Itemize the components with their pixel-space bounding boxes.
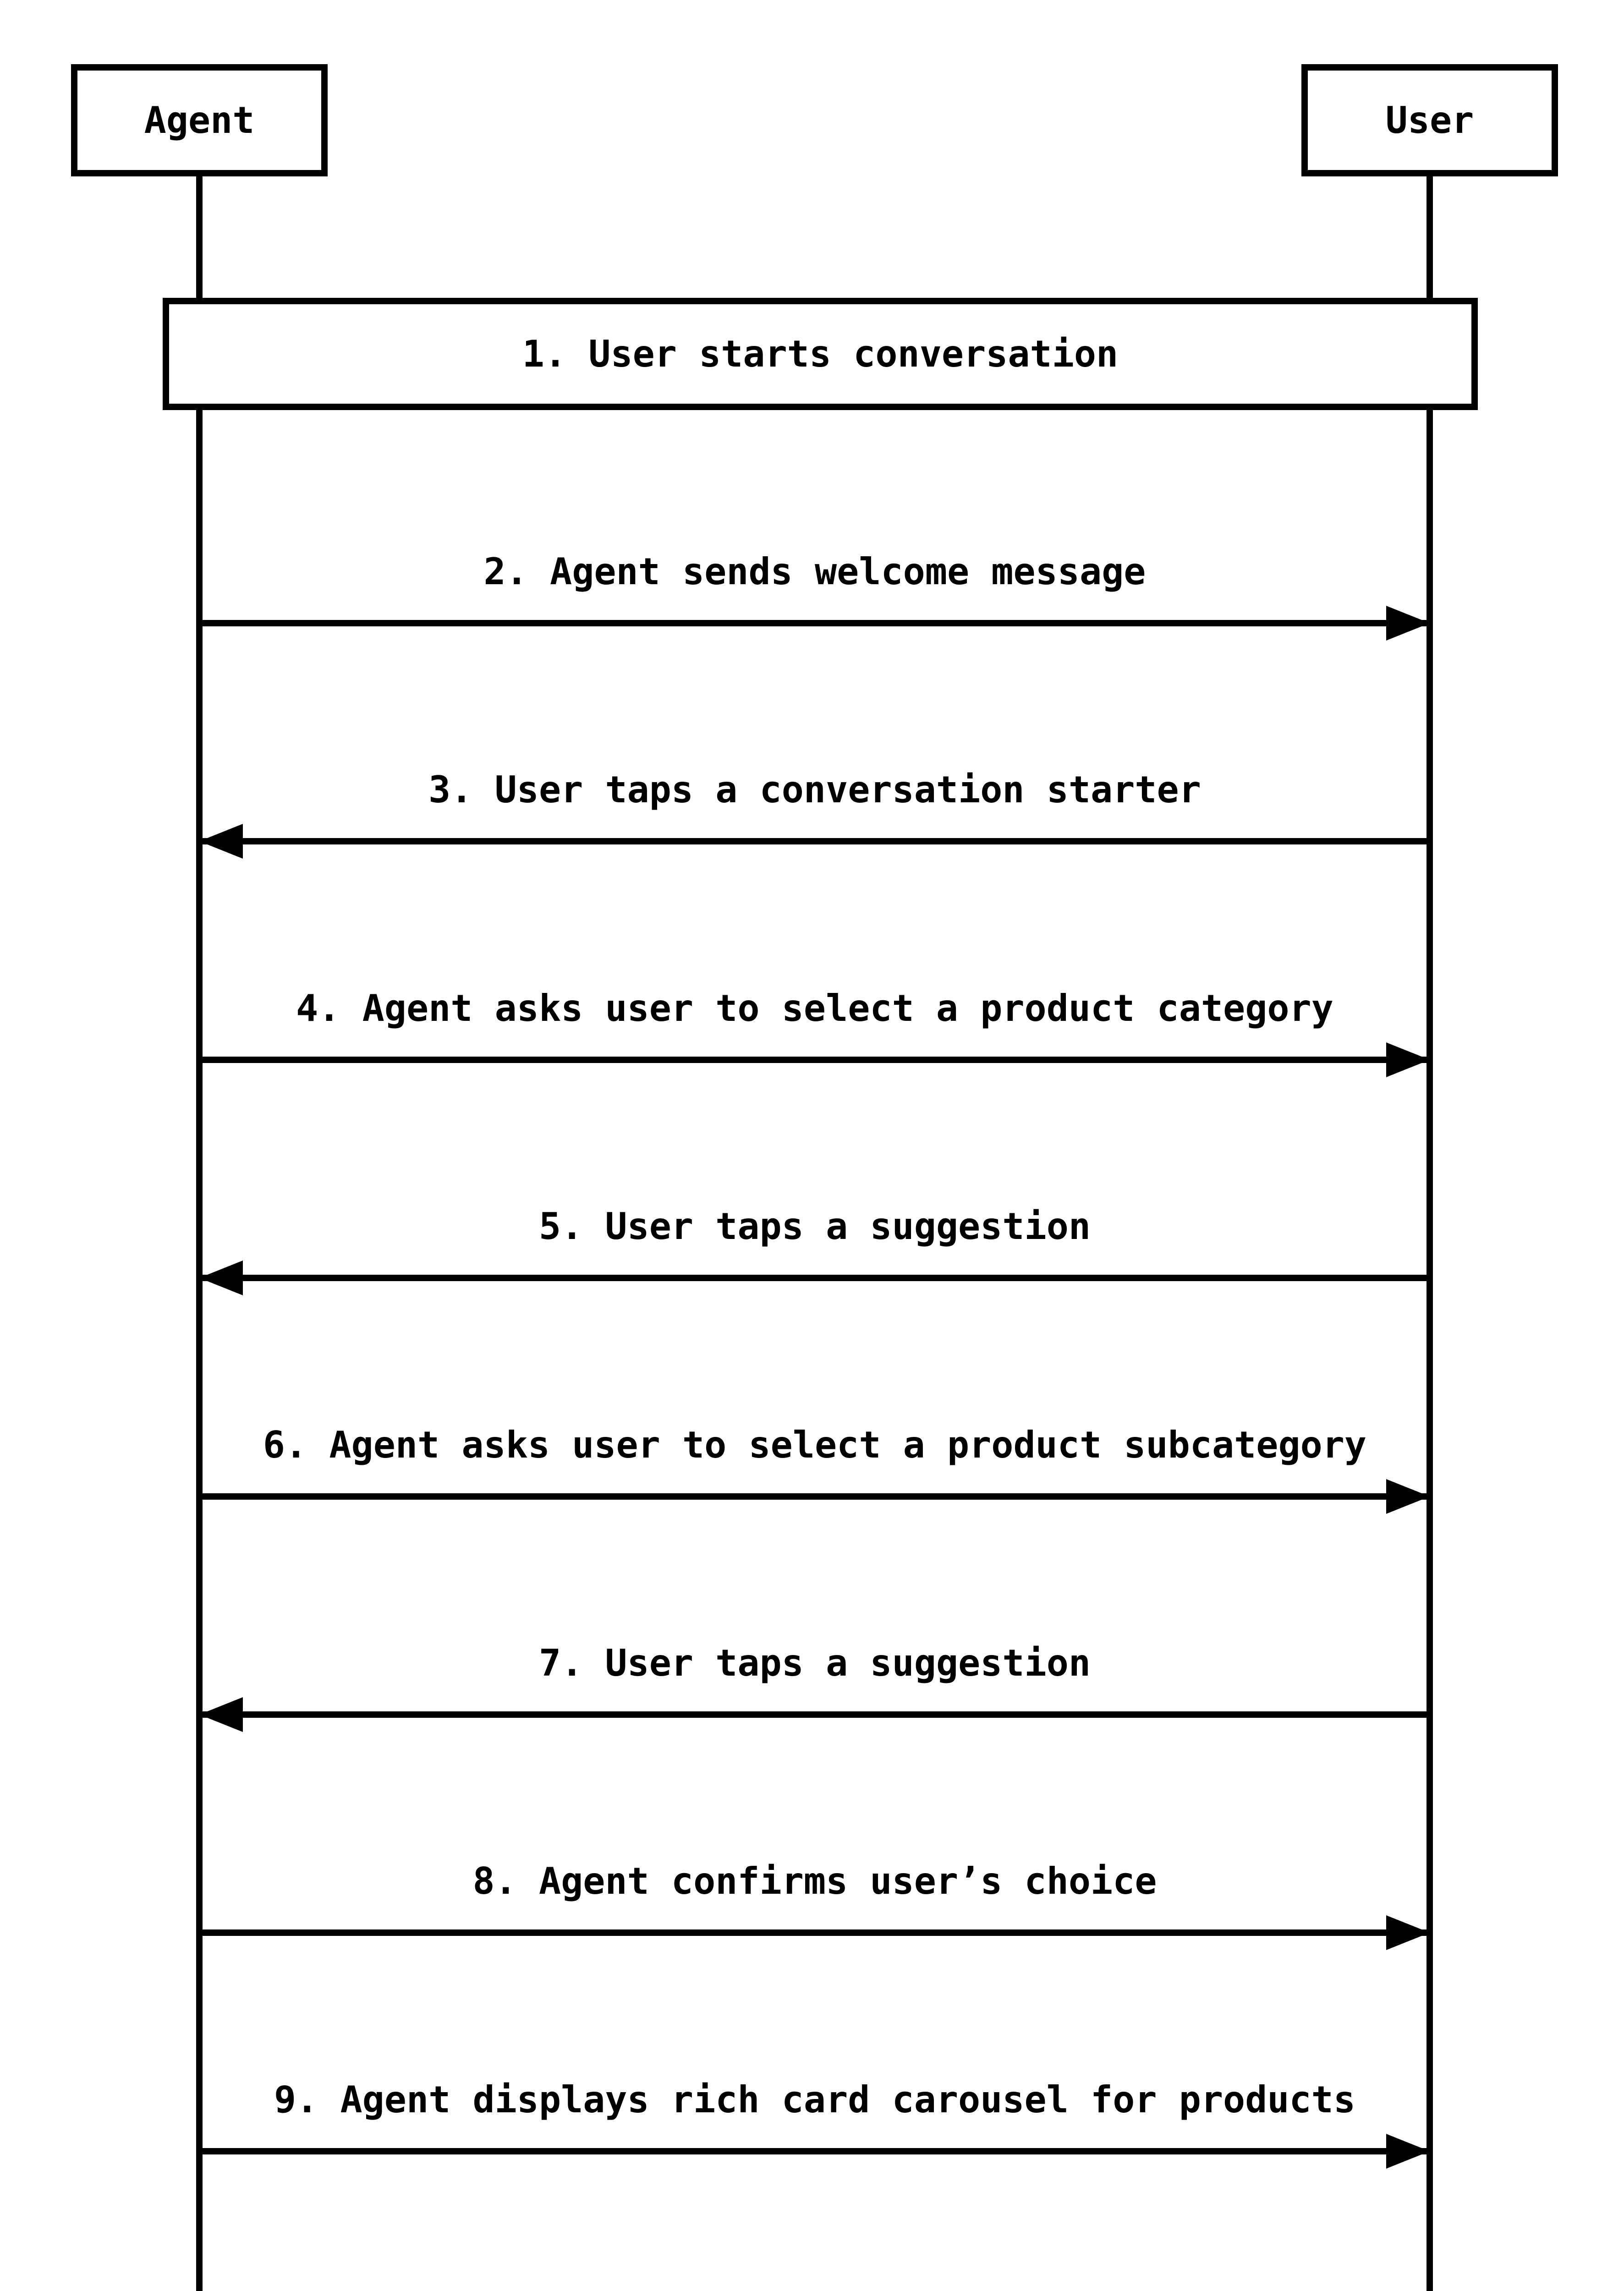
lifeline-agent bbox=[196, 176, 203, 2291]
arrowhead-icon bbox=[1386, 1479, 1430, 1514]
actor-top-agent: Agent bbox=[71, 64, 328, 176]
message-line bbox=[199, 1057, 1430, 1063]
arrowhead-icon bbox=[1386, 606, 1430, 641]
message-label: 7. User taps a suggestion bbox=[538, 1642, 1091, 1684]
actor-label: User bbox=[1385, 99, 1474, 142]
message-label: 8. Agent confirms user’s choice bbox=[472, 1860, 1157, 1902]
actor-top-user: User bbox=[1301, 64, 1558, 176]
message-line bbox=[199, 1711, 1430, 1718]
message-label: 9. Agent displays rich card carousel for… bbox=[274, 2078, 1356, 2121]
message-line bbox=[199, 1275, 1430, 1281]
message-label: 6. Agent asks user to select a product s… bbox=[263, 1424, 1367, 1466]
arrowhead-icon bbox=[199, 824, 243, 859]
message-label: 2. Agent sends welcome message bbox=[483, 550, 1146, 593]
arrowhead-icon bbox=[199, 1697, 243, 1732]
lifeline-user bbox=[1426, 176, 1433, 2291]
message-line bbox=[199, 1929, 1430, 1936]
message-line bbox=[199, 620, 1430, 626]
message-label: 4. Agent asks user to select a product c… bbox=[296, 987, 1333, 1030]
message-line bbox=[199, 2148, 1430, 2154]
actor-label: Agent bbox=[144, 99, 255, 142]
arrowhead-icon bbox=[1386, 2134, 1430, 2169]
message-label: 3. User taps a conversation starter bbox=[428, 768, 1201, 811]
note-user-starts-conversation: 1. User starts conversation bbox=[163, 298, 1478, 410]
message-line bbox=[199, 838, 1430, 844]
arrowhead-icon bbox=[1386, 1042, 1430, 1077]
arrowhead-icon bbox=[1386, 1915, 1430, 1950]
message-line bbox=[199, 1493, 1430, 1500]
note-label: 1. User starts conversation bbox=[522, 333, 1119, 375]
message-label: 5. User taps a suggestion bbox=[538, 1205, 1091, 1248]
arrowhead-icon bbox=[199, 1261, 243, 1295]
